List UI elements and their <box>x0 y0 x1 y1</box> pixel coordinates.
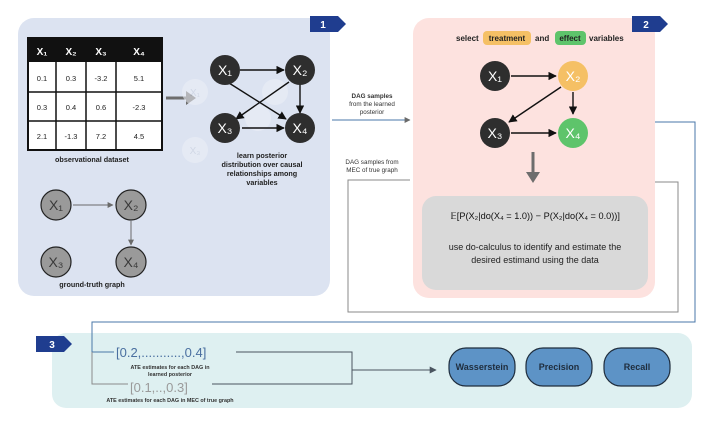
learned-connector-line2: from the learned <box>349 101 395 108</box>
mec-estimates-connector-upper <box>347 181 679 313</box>
panel-2-badge <box>632 16 668 32</box>
estimand-desc-line2: desired estimand using the data <box>471 255 599 265</box>
table-header-x3: X₃ <box>95 47 107 58</box>
table-cell: -2.3 <box>133 103 146 112</box>
table-header-x4: X₄ <box>133 47 145 58</box>
estimand-formula: 𝔼[P(X₂|do(X₄ = 1.0)) − P(X₂|do(X₄ = 0.0)… <box>450 211 620 221</box>
panel-1-badge <box>310 16 346 32</box>
table-cell: -1.3 <box>65 132 78 141</box>
table-header-x2: X₂ <box>65 47 76 58</box>
edge-x1-x4 <box>228 82 287 120</box>
effect-tag <box>555 31 586 45</box>
table-cell: 5.1 <box>134 74 144 83</box>
table-cell: 0.1 <box>37 74 47 83</box>
p2-node-x2-label: X₂ <box>566 68 581 84</box>
recall-button[interactable] <box>603 347 671 387</box>
table-cell: 0.3 <box>37 103 47 112</box>
panel-2-number: 2 <box>643 20 649 31</box>
edge-x2-x3 <box>235 81 290 120</box>
learned-ate-caption-line2: learned posterior <box>148 372 193 378</box>
gt-node-x1 <box>40 189 72 221</box>
table-cell: 2.1 <box>37 132 47 141</box>
learned-node-x2-label: X₂ <box>293 62 308 78</box>
p2-node-x1-label: X₁ <box>488 68 502 84</box>
select-suffix: variables <box>589 34 624 43</box>
learned-connector-line1: DAG samples <box>352 93 393 100</box>
learn-caption-line3: relationships among <box>227 169 297 178</box>
gt-node-x3-label: X₃ <box>48 254 63 270</box>
learned-node-x4-label: X₄ <box>292 120 307 136</box>
learned-node-x1-label: X₁ <box>218 62 232 78</box>
mec-connector-line <box>347 179 410 282</box>
table-cell: 0.3 <box>66 74 76 83</box>
observational-table: X₁ X₂ X₃ X₄ 0.1 0.3 -3.2 5.1 0.3 0.4 0.6… <box>27 37 163 151</box>
gt-node-x2-label: X₂ <box>124 197 139 213</box>
panel-3-badge <box>36 336 72 352</box>
mec-connector-line1: DAG samples from <box>345 159 398 166</box>
p2-node-x2-treatment <box>558 61 588 91</box>
precision-label: Precision <box>539 362 580 372</box>
learned-node-x3-label: X₃ <box>217 120 232 136</box>
gt-node-x3 <box>40 246 72 278</box>
treatment-tag <box>483 31 531 45</box>
mec-ate-vector: [0.1,..,0.3] <box>130 380 188 395</box>
learned-node-x3 <box>210 113 240 143</box>
estimates-to-metrics-arrow <box>236 351 437 374</box>
table-cell: 0.4 <box>66 103 76 112</box>
learned-estimates-connector <box>91 121 696 353</box>
treatment-label: treatment <box>489 34 526 43</box>
svg-text:X₁: X₁ <box>190 88 201 99</box>
ground-truth-caption: ground-truth graph <box>59 280 124 289</box>
panel-1-number: 1 <box>320 20 326 31</box>
p2-node-x1 <box>480 61 510 91</box>
svg-text:X₃: X₃ <box>190 146 201 157</box>
learned-connector-line3: posterior <box>360 109 385 116</box>
select-prefix: select <box>456 34 479 43</box>
table-cell: 0.6 <box>96 103 106 112</box>
graph-to-estimand-arrowhead <box>526 172 540 183</box>
mec-ate-caption: ATE estimates for each DAG in MEC of tru… <box>106 398 233 404</box>
gt-node-x1-label: X₁ <box>49 197 63 213</box>
learn-caption-line2: distribution over causal <box>221 160 302 169</box>
gt-node-x2 <box>115 189 147 221</box>
p2-node-x3-label: X₃ <box>487 125 502 141</box>
mec-estimates-connector-lower <box>91 352 128 385</box>
learned-node-x2 <box>285 55 315 85</box>
learned-ate-vector: [0.2,...........,0.4] <box>116 345 206 360</box>
mec-estimates-to-metrics-line <box>212 370 353 385</box>
learned-node-x4 <box>285 113 315 143</box>
learn-caption-line4: variables <box>246 178 277 187</box>
effect-label: effect <box>559 34 581 43</box>
panel-3-number: 3 <box>49 340 55 351</box>
learned-ate-caption-line1: ATE estimates for each DAG in <box>131 365 210 371</box>
p2-node-x4-effect <box>558 118 588 148</box>
precision-button[interactable] <box>525 347 593 387</box>
estimand-desc-line1: use do-calculus to identify and estimate… <box>449 242 622 252</box>
gt-node-x4 <box>115 246 147 278</box>
learned-node-x1 <box>210 55 240 85</box>
select-and: and <box>535 34 549 43</box>
p2-node-x4-label: X₄ <box>565 125 580 141</box>
estimand-box <box>422 196 648 290</box>
gt-node-x4-label: X₄ <box>123 254 138 270</box>
learn-caption-line1: learn posterior <box>237 151 288 160</box>
wasserstein-button[interactable] <box>448 347 516 387</box>
table-cell: -3.2 <box>95 74 108 83</box>
p2-node-x3 <box>480 118 510 148</box>
mec-connector-line2: MEC of true graph <box>346 167 398 174</box>
table-cell: 4.5 <box>134 132 144 141</box>
observational-dataset-caption: observational dataset <box>55 155 130 164</box>
table-header-x1: X₁ <box>37 47 48 58</box>
table-cell: 7.2 <box>96 132 106 141</box>
wasserstein-label: Wasserstein <box>456 362 509 372</box>
recall-label: Recall <box>624 362 651 372</box>
p2-edge-x2-x3 <box>508 86 562 123</box>
